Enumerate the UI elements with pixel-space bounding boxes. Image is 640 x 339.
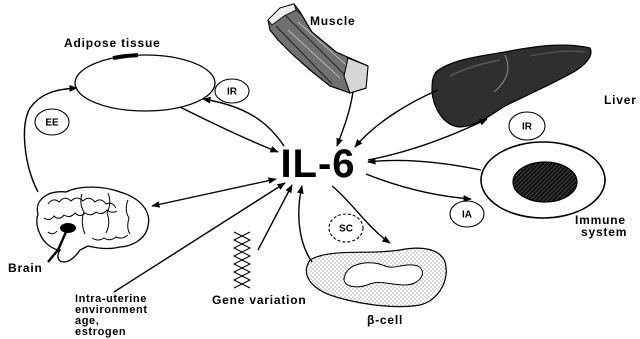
ia-tag-label: IA [462,210,472,221]
intrauterine-label-line-4: estrogen [75,326,126,338]
arrow-brain-il6-bidirectional [152,179,276,206]
brain-label: Brain [8,261,43,275]
brain-icon [37,187,149,262]
arrow-brain-to-adipose [24,88,77,192]
il6-center-label: IL-6 [280,142,355,186]
immune-system-node: Immune system [481,142,630,239]
liver-ir-tag: IR [509,112,545,140]
dna-helix-icon [234,232,250,288]
immune-system-label-line-2: system [581,225,627,239]
liver-ir-tag-label: IR [522,122,533,133]
gene-variation-label: Gene variation [212,293,307,307]
arrow-adipose-to-il6 [180,107,278,152]
beta-cell-label: β-cell [367,313,403,327]
intrauterine-label: Intra-uterine environment age, estrogen [75,293,151,338]
sc-tag: SC [329,214,363,242]
liver-label: Liver [604,93,637,107]
arrow-immune-to-il6 [368,160,481,170]
liver-icon [432,45,591,127]
ia-tag: IA [450,201,484,227]
adipose-ir-tag: IR [215,79,249,103]
beta-cell-node: β-cell [306,248,446,327]
adipose-ir-tag-label: IR [227,87,238,98]
arrow-muscle-to-il6 [337,92,353,146]
muscle-node: Muscle [268,4,368,93]
immune-cell-icon [481,142,605,218]
intrauterine-node: Intra-uterine environment age, estrogen [75,293,151,338]
beta-cell-icon [306,248,446,306]
arrow-il6-to-immune [366,174,471,199]
ee-tag-label: EE [45,118,59,129]
adipose-tissue-label: Adipose tissue [64,36,161,50]
immune-system-label: Immune system [575,213,630,239]
muscle-label: Muscle [310,14,355,28]
arrow-beta-cell-to-il6 [299,186,312,262]
adipocyte-icon [75,55,215,111]
ee-tag: EE [35,109,69,135]
brain-node: Brain [8,187,149,275]
arrow-gene-variation-to-il6 [258,185,292,250]
sc-tag-label: SC [339,224,353,235]
gene-variation-node: Gene variation [212,232,307,307]
adipose-tissue-node: Adipose tissue [64,36,215,111]
arrow-il6-to-adipose [203,99,284,146]
arrow-liver-to-il6 [355,90,438,147]
